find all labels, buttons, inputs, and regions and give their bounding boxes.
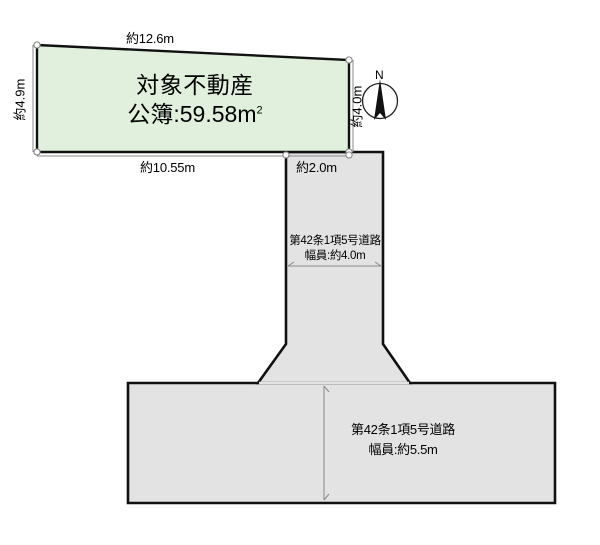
subject-plot-area-unit: m bbox=[237, 101, 257, 127]
subject-plot-area-value: 59.58 bbox=[179, 101, 238, 127]
dimension-road-frontage bbox=[288, 151, 353, 159]
compass-north-label: N bbox=[375, 68, 384, 82]
dimension-label-top: 約12.6m bbox=[126, 31, 174, 46]
dimension-label-road-frontage: 約2.0m bbox=[296, 160, 337, 175]
dimension-label-left: 約4.9m bbox=[12, 78, 28, 121]
dimension-vertical-road-width bbox=[287, 261, 382, 267]
dimension-left bbox=[32, 45, 41, 156]
horizontal-road-width-label: 幅員:約5.5m bbox=[368, 442, 438, 457]
dimension-label-right: 約4.0m bbox=[349, 85, 365, 128]
subject-plot-area-prefix: 公簿: bbox=[127, 101, 180, 127]
vertical-road-width-label: 幅員:約4.0m bbox=[304, 250, 366, 262]
vertical-road-name: 第42条1項5号道路 bbox=[289, 235, 381, 247]
subject-plot-title: 対象不動産 bbox=[136, 72, 254, 98]
subject-plot-area: 公簿:59.58m2 bbox=[60, 101, 330, 128]
subject-plot-area-unit-exponent: 2 bbox=[256, 104, 263, 117]
vertical-road-shape bbox=[255, 150, 413, 385]
dimension-label-bottom: 約10.55m bbox=[140, 160, 195, 175]
dimension-top bbox=[33, 41, 353, 64]
horizontal-road-shape bbox=[126, 381, 557, 505]
horizontal-road-name: 第42条1項5号道路 bbox=[351, 422, 455, 437]
north-arrow-icon bbox=[361, 79, 399, 120]
dimension-bottom bbox=[37, 151, 290, 159]
dimension-horizontal-road-width bbox=[323, 385, 330, 501]
